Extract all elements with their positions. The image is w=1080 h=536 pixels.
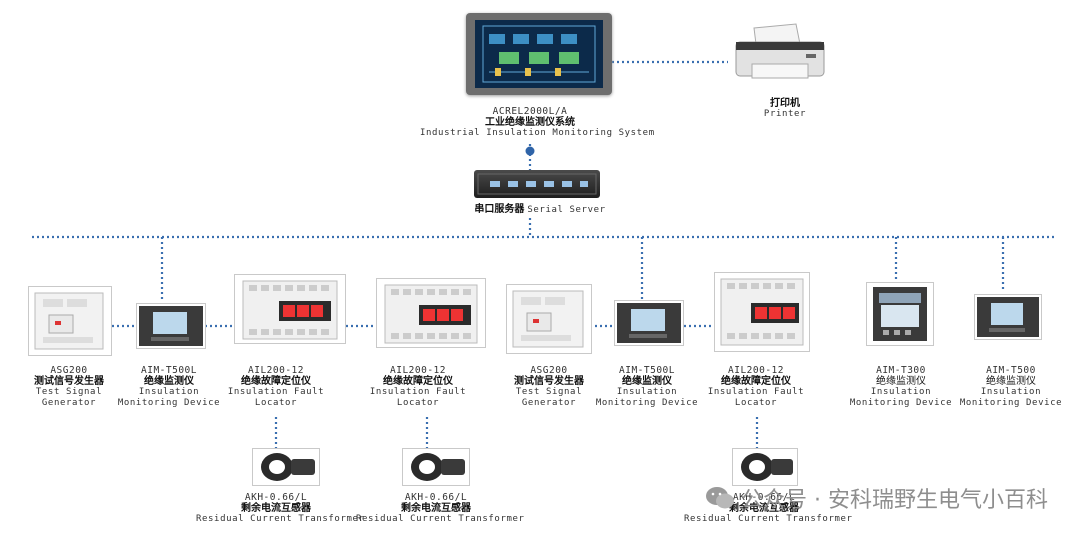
serial-server-device bbox=[474, 170, 600, 198]
device-name-en: Generator bbox=[41, 398, 97, 408]
device-name-en: Insulation bbox=[870, 387, 932, 397]
device-name-en: Generator bbox=[521, 398, 577, 408]
current-transformer-device bbox=[252, 448, 320, 486]
device-name-cn: 绝缘监测仪 bbox=[144, 376, 194, 387]
device-name-cn: 绝缘故障定位仪 bbox=[241, 376, 311, 387]
system-name-cn: 工业绝缘监测仪系统 bbox=[485, 117, 575, 128]
device-model: ASG200 bbox=[530, 365, 568, 376]
device-name-en: Locator bbox=[254, 398, 298, 408]
device-name-cn: 绝缘监测仪 bbox=[986, 376, 1036, 387]
printer-name-cn: 打印机 bbox=[770, 98, 800, 109]
device-name-cn: 绝缘监测仪 bbox=[622, 376, 672, 387]
monitoring-screen bbox=[466, 13, 612, 95]
device-name-en: Insulation Fault bbox=[707, 387, 805, 397]
signal-generator-device bbox=[28, 286, 112, 356]
device-model: AIL200-12 bbox=[248, 365, 304, 376]
device-name-en: Monitoring Device bbox=[849, 398, 953, 408]
device-model: AIL200-12 bbox=[390, 365, 446, 376]
fault-locator-device bbox=[376, 278, 486, 348]
wechat-icon bbox=[706, 487, 735, 509]
transformer-name-en: Residual Current Transformer bbox=[684, 514, 853, 524]
serial-server-name-cn: 串口服务器 bbox=[474, 204, 525, 215]
insulation-monitor-device bbox=[866, 282, 934, 346]
device-name-en: Insulation bbox=[616, 387, 678, 397]
printer-icon bbox=[730, 20, 830, 84]
device-name-cn: 绝缘监测仪 bbox=[876, 376, 926, 387]
transformer-model: AKH-0.66/L bbox=[732, 492, 796, 503]
device-name-en: Insulation Fault bbox=[369, 387, 467, 397]
device-model: AIM-T300 bbox=[876, 365, 926, 376]
device-name-cn: 测试信号发生器 bbox=[514, 376, 584, 387]
watermark-text: 公众号 · 安科瑞野生电气小百科 bbox=[741, 488, 1048, 513]
insulation-monitor-device bbox=[136, 303, 206, 349]
device-name-cn: 绝缘故障定位仪 bbox=[721, 376, 791, 387]
device-name-en: Locator bbox=[734, 398, 778, 408]
device-name-en: Insulation bbox=[980, 387, 1042, 397]
transformer-name-en: Residual Current Transformer bbox=[356, 514, 525, 524]
transformer-name-cn: 剩余电流互感器 bbox=[241, 503, 311, 514]
system-name-en: Industrial Insulation Monitoring System bbox=[420, 128, 655, 138]
junction-node bbox=[525, 146, 535, 156]
device-name-en: Test Signal bbox=[35, 387, 103, 397]
transformer-name-cn: 剩余电流互感器 bbox=[401, 503, 471, 514]
transformer-name-cn: 剩余电流互感器 bbox=[729, 503, 799, 514]
device-name-en: Locator bbox=[396, 398, 440, 408]
insulation-monitor-device bbox=[614, 300, 684, 346]
device-model: ASG200 bbox=[50, 365, 88, 376]
watermark: 公众号 · 安科瑞野生电气小百科 bbox=[705, 482, 1048, 514]
device-name-cn: 绝缘故障定位仪 bbox=[383, 376, 453, 387]
device-name-en: Monitoring Device bbox=[117, 398, 221, 408]
device-model: AIM-T500L bbox=[141, 365, 197, 376]
transformer-model: AKH-0.66/L bbox=[404, 492, 468, 503]
fault-locator-device bbox=[714, 272, 810, 352]
device-model: AIM-T500L bbox=[619, 365, 675, 376]
device-model: AIL200-12 bbox=[728, 365, 784, 376]
serial-server-name-en: Serial Server bbox=[527, 205, 606, 215]
current-transformer-device bbox=[402, 448, 470, 486]
device-name-en: Monitoring Device bbox=[595, 398, 699, 408]
device-name-en: Monitoring Device bbox=[959, 398, 1063, 408]
fault-locator-device bbox=[234, 274, 346, 344]
system-model: ACREL2000L/A bbox=[492, 106, 568, 117]
insulation-monitor-device bbox=[974, 294, 1042, 340]
transformer-model: AKH-0.66/L bbox=[244, 492, 308, 503]
device-name-en: Insulation bbox=[138, 387, 200, 397]
device-name-en: Insulation Fault bbox=[227, 387, 325, 397]
device-model: AIM-T500 bbox=[986, 365, 1036, 376]
signal-generator-device bbox=[506, 284, 592, 354]
transformer-name-en: Residual Current Transformer bbox=[196, 514, 365, 524]
current-transformer-device bbox=[732, 448, 798, 486]
printer-name-en: Printer bbox=[763, 109, 807, 119]
device-name-cn: 测试信号发生器 bbox=[34, 376, 104, 387]
device-name-en: Test Signal bbox=[515, 387, 583, 397]
